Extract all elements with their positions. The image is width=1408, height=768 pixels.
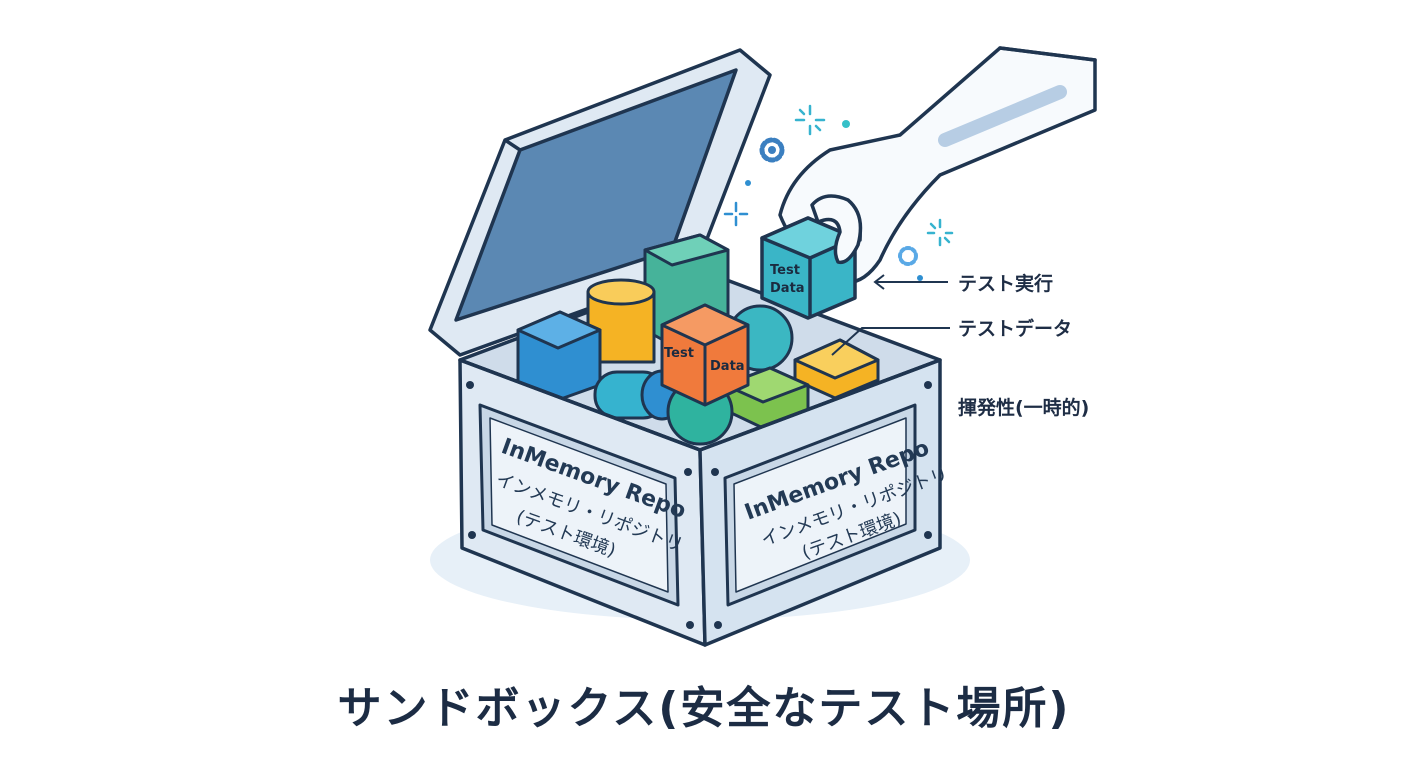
inside-cube-text-2: Data (710, 359, 745, 374)
inside-cube-text-1: Test (664, 346, 694, 361)
caption: サンドボックス(安全なテスト場所) (0, 672, 1408, 736)
held-cube-text-2: Data (770, 281, 805, 296)
held-cube-text-1: Test (770, 263, 800, 278)
callout-test-data: テストデータ (958, 314, 1072, 341)
callout-volatile: 揮発性(一時的) (958, 393, 1089, 420)
callout-test-run: テスト実行 (958, 269, 1053, 296)
